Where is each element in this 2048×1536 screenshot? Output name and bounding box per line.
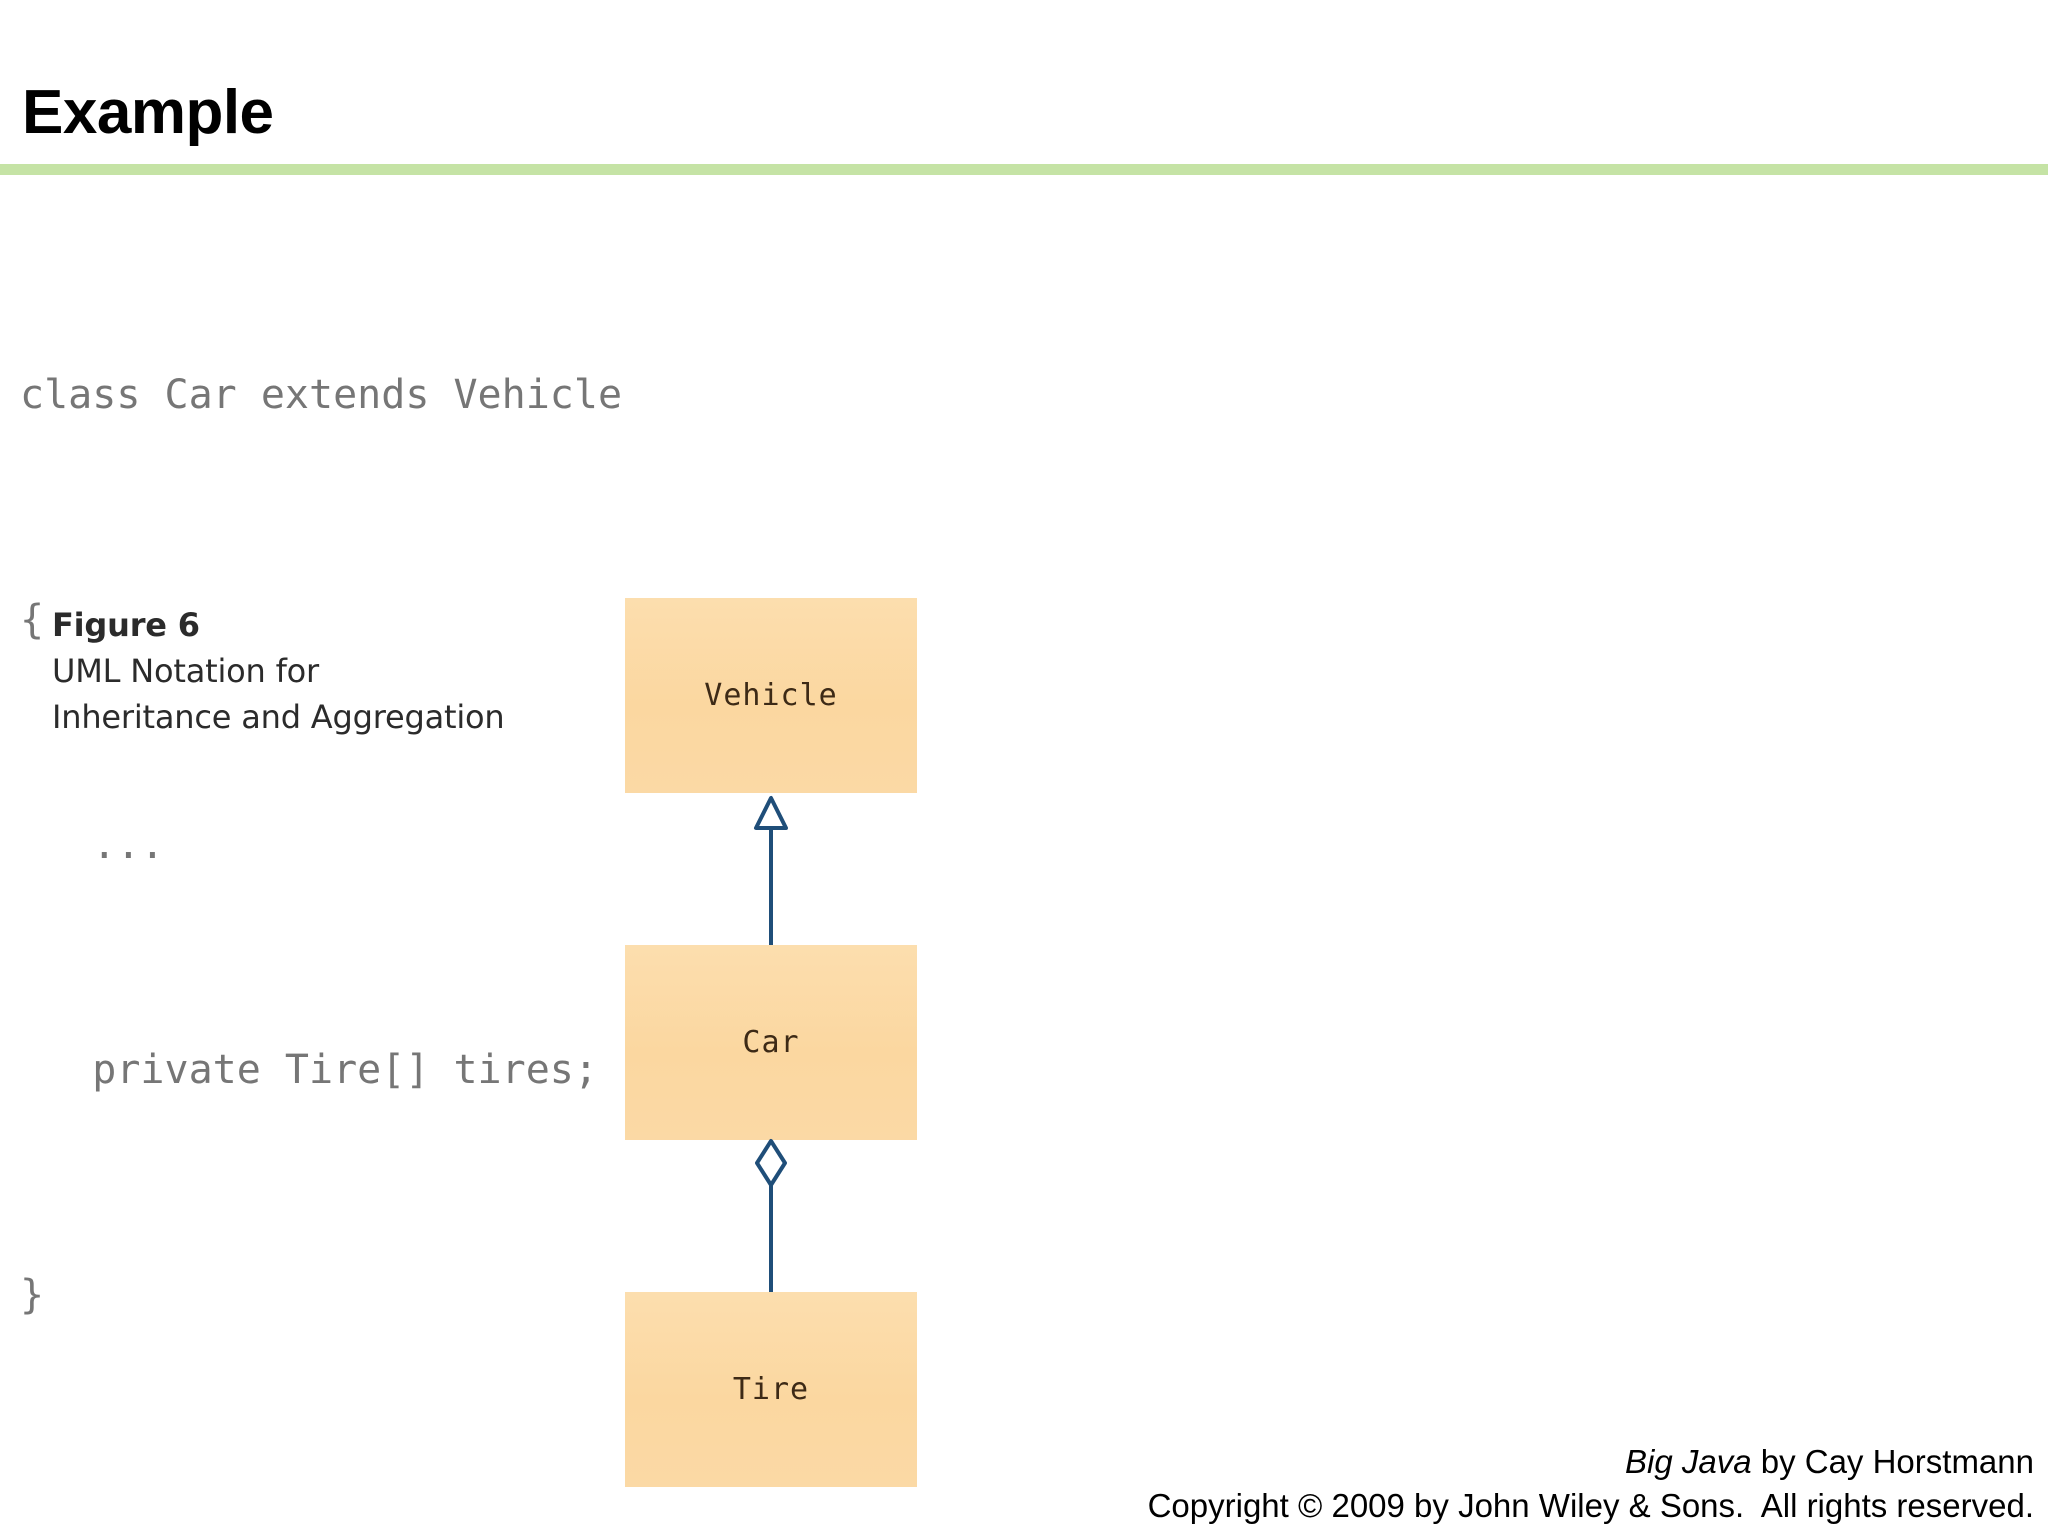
footer: Big Java by Cay Horstmann Copyright © 20… xyxy=(1148,1440,2034,1528)
footer-attribution: Big Java by Cay Horstmann xyxy=(1148,1440,2034,1484)
code-line-2: { xyxy=(20,597,45,643)
code-line-3: ... xyxy=(20,822,165,868)
uml-inheritance-connector xyxy=(625,790,917,945)
figure-caption-line-2: Inheritance and Aggregation xyxy=(52,698,505,736)
uml-class-label-car: Car xyxy=(742,1025,800,1060)
figure-caption: Figure 6 UML Notation for Inheritance an… xyxy=(52,602,505,740)
code-line-1: class Car extends Vehicle xyxy=(20,372,623,418)
uml-aggregation-connector xyxy=(625,1137,917,1292)
code-line-5: } xyxy=(20,1272,45,1318)
book-title: Big Java xyxy=(1624,1443,1752,1480)
uml-class-box-vehicle: Vehicle xyxy=(625,598,917,793)
figure-label: Figure 6 xyxy=(52,606,200,644)
book-byline: by Cay Horstmann xyxy=(1751,1443,2034,1480)
uml-class-label-vehicle: Vehicle xyxy=(704,678,838,713)
aggregation-diamond-icon xyxy=(755,1139,787,1292)
code-block: class Car extends Vehicle { ... private … xyxy=(20,208,622,1408)
copyright-notice: Copyright © 2009 by John Wiley & Sons. A… xyxy=(1147,1487,2034,1524)
page-title: Example xyxy=(22,78,274,147)
inheritance-arrow-icon xyxy=(754,796,788,945)
uml-class-box-tire: Tire xyxy=(625,1292,917,1487)
title-divider xyxy=(0,164,2048,175)
uml-class-box-car: Car xyxy=(625,945,917,1140)
figure-caption-line-1: UML Notation for xyxy=(52,652,319,690)
uml-class-diagram: Vehicle Car Tire xyxy=(625,598,925,1513)
uml-class-label-tire: Tire xyxy=(732,1372,810,1407)
code-line-4: private Tire[] tires; xyxy=(20,1047,598,1093)
